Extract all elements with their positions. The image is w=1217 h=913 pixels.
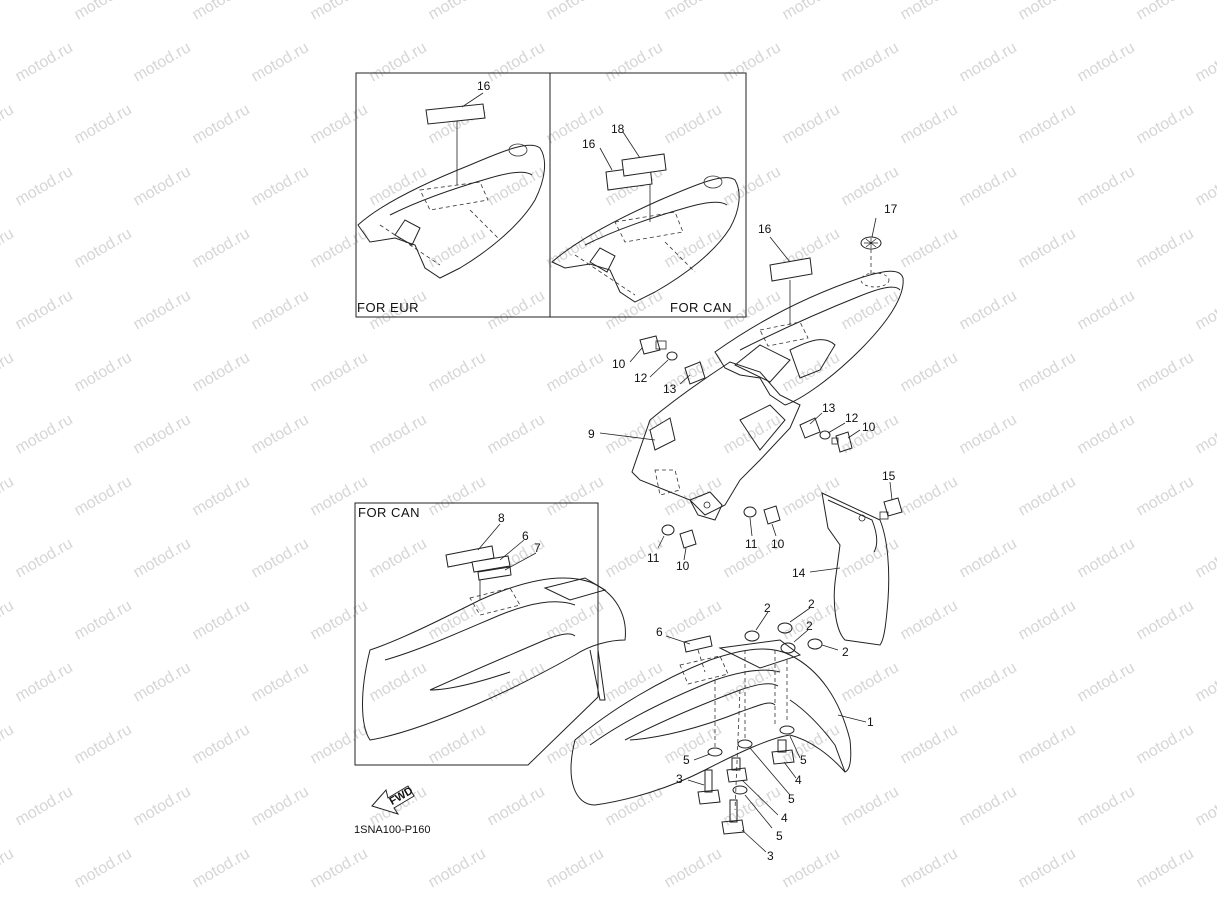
callout-11-b: 11 (745, 537, 758, 551)
inner-rear-fender (599, 361, 801, 521)
callout-2-a: 2 (764, 601, 771, 615)
callout-9: 9 (588, 427, 595, 441)
callout-12-a: 12 (634, 371, 648, 385)
callout-7: 7 (534, 541, 541, 555)
callout-2-c: 2 (806, 619, 813, 633)
inset-can-front-label: FOR CAN (358, 505, 420, 520)
inset-eur-fender (357, 92, 546, 279)
callout-5-b: 5 (800, 753, 807, 767)
callout-15: 15 (882, 469, 896, 483)
callout-1: 1 (867, 715, 874, 729)
callout-10-a: 10 (612, 357, 626, 371)
callout-16-main: 16 (758, 222, 772, 236)
callout-2-b: 2 (808, 597, 815, 611)
inset-frame-top (355, 72, 747, 318)
callout-10-c: 10 (676, 559, 690, 573)
callout-13-a: 13 (663, 382, 677, 396)
fwd-label: FWD (387, 785, 415, 808)
mud-flap (809, 492, 890, 646)
callout-16-eur: 16 (477, 79, 491, 93)
front-fender (570, 635, 867, 811)
callout-13-b: 13 (822, 401, 836, 415)
callout-18-can: 18 (611, 122, 625, 136)
callout-4-a: 4 (795, 773, 802, 787)
callout-10-b: 10 (862, 420, 876, 434)
callout-11-a: 11 (647, 551, 660, 565)
inset-can-rear-fender (551, 131, 740, 303)
front-fasteners (687, 607, 839, 853)
rear-fasteners (629, 335, 903, 561)
fwd-arrow-icon: FWD (371, 785, 415, 815)
callout-5-a: 5 (683, 753, 690, 767)
callout-5-d: 5 (776, 829, 783, 843)
callout-12-b: 12 (845, 411, 859, 425)
inset-eur-label: FOR EUR (357, 300, 419, 315)
diagram-code: 1SNA100-P160 (354, 824, 430, 836)
inset-can-front-fender (362, 523, 626, 741)
inset-can-rear-label: FOR CAN (670, 300, 732, 315)
callout-2-d: 2 (842, 645, 849, 659)
callout-17: 17 (884, 202, 898, 216)
callout-14: 14 (792, 566, 806, 580)
callout-16-can: 16 (582, 137, 596, 151)
callout-6-inset: 6 (522, 529, 529, 543)
callout-10-d: 10 (771, 537, 785, 551)
callout-4-b: 4 (781, 811, 788, 825)
callout-5-c: 5 (788, 792, 795, 806)
callout-8: 8 (498, 511, 505, 525)
inset-frame-front (354, 502, 599, 766)
rear-fender (714, 217, 904, 406)
callout-6-main: 6 (656, 625, 663, 639)
callout-3-b: 3 (767, 849, 774, 863)
callout-3-a: 3 (676, 772, 683, 786)
